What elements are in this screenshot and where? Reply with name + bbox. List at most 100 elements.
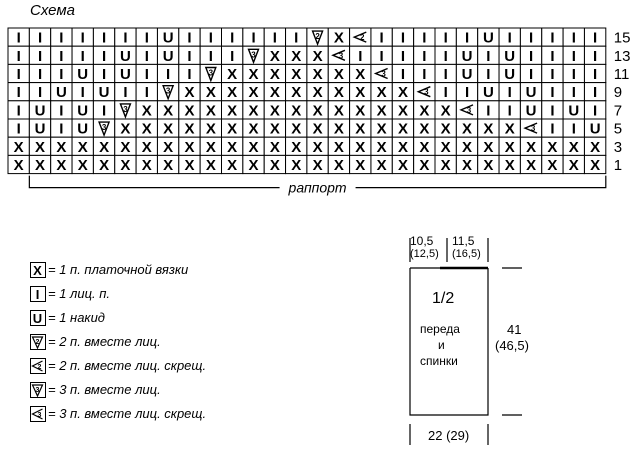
svg-text:X: X [291,48,301,65]
svg-text:X: X [313,84,323,101]
svg-text:I: I [444,66,448,83]
chart-cell-garter-stitch: X [349,100,372,120]
chart-cell-yarn-over: U [71,63,94,84]
svg-text:X: X [56,139,66,156]
svg-text:2: 2 [36,339,40,346]
svg-text:U: U [120,66,131,83]
svg-text:X: X [163,157,173,174]
chart-cell-knit-stitch: I [562,27,585,47]
chart-cell-knit-stitch: I [28,27,52,47]
svg-text:X: X [291,121,301,138]
svg-text:X: X [313,121,323,138]
svg-text:I: I [529,30,533,47]
chart-cell-garter-stitch: X [306,118,329,138]
chart-cell-knit-stitch: I [541,27,564,47]
legend-item: 2= 2 п. вместе лиц. [30,330,280,353]
chart-cell-garter-stitch: X [199,100,222,120]
svg-text:U: U [526,84,537,101]
svg-text:X: X [249,157,259,174]
legend-item: 3= 3 п. вместе лиц. скрещ. [30,402,280,425]
chart-cell-knit-stitch: I [50,63,73,84]
chart-cell-knit-stitch: I [391,45,415,65]
svg-text:X: X [163,121,173,138]
chart-cell-garter-stitch: X [285,82,308,102]
svg-text:X: X [142,121,152,138]
chart-cell-k3tog: 3 [242,45,265,65]
svg-text:X: X [313,66,323,83]
chart-cell-garter-stitch: X [306,63,329,84]
chart-cell-garter-stitch: X [327,100,351,120]
chart-cell-garter-stitch: X [498,118,521,138]
row-number-label: 9 [614,84,622,101]
chart-cell-yarn-over: U [71,118,94,138]
svg-text:X: X [441,102,451,119]
svg-text:I: I [401,66,405,83]
chart-cell-garter-stitch: X [477,136,500,156]
svg-text:I: I [444,84,448,101]
schematic-fraction: 1/2 [432,290,455,307]
chart-cell-k3tog: 3 [114,100,137,120]
chart-cell-garter-stitch: X [391,154,415,175]
svg-text:U: U [99,84,110,101]
svg-text:X: X [184,139,194,156]
svg-text:I: I [593,48,597,65]
schematic-top-left-alt: (12,5) [410,248,439,260]
ssk2-icon: 2 [30,357,46,374]
chart-cell-garter-stitch: X [285,45,308,65]
chart-cell-garter-stitch: X [156,136,180,156]
chart-cell-garter-stitch: X [285,63,308,84]
chart-cell-knit-stitch: I [50,118,73,138]
legend-item: 2= 2 п. вместе лиц. скрещ. [30,354,280,377]
svg-text:U: U [590,121,601,138]
chart-cell-knit-stitch: I [7,100,30,120]
svg-text:3: 3 [36,387,40,394]
chart-cell-garter-stitch: X [413,154,436,175]
chart-cell-yarn-over: U [114,45,137,65]
svg-text:3: 3 [381,70,386,79]
legend-text: = 1 лиц. п. [48,286,111,301]
chart-cell-yarn-over: U [519,82,543,102]
svg-text:X: X [355,102,365,119]
chart-cell-knit-stitch: I [135,82,158,102]
svg-text:I: I [593,102,597,119]
svg-text:2: 2 [38,364,42,371]
garter-stitch-icon: X [30,261,46,278]
svg-text:3: 3 [209,69,214,78]
svg-text:I: I [465,30,469,47]
svg-text:U: U [77,121,88,138]
svg-text:I: I [102,66,106,83]
svg-text:X: X [462,121,472,138]
chart-cell-knit-stitch: I [114,27,137,47]
knit-stitch-icon: I [30,285,46,302]
chart-cell-garter-stitch: X [477,154,500,175]
svg-text:U: U [504,66,515,83]
svg-text:I: I [380,48,384,65]
svg-text:3: 3 [339,51,344,60]
legend-text: = 3 п. вместе лиц. скрещ. [48,406,207,421]
chart-cell-garter-stitch: X [221,100,244,120]
svg-text:X: X [291,66,301,83]
chart-cell-garter-stitch: X [498,136,521,156]
svg-text:I: I [145,84,149,101]
chart-cell-yarn-over: U [455,45,479,65]
chart-cell-garter-stitch: X [242,82,265,102]
chart-cell-yarn-over: U [583,118,607,138]
svg-text:X: X [227,121,237,138]
svg-text:X: X [377,84,387,101]
chart-cell-garter-stitch: X [370,82,393,102]
svg-text:I: I [465,84,469,101]
chart-cell-garter-stitch: X [519,136,543,156]
svg-text:X: X [398,102,408,119]
chart-cell-knit-stitch: I [71,82,94,102]
chart-cell-garter-stitch: X [349,118,372,138]
svg-text:I: I [508,30,512,47]
svg-text:I: I [17,48,21,65]
svg-text:X: X [334,84,344,101]
svg-text:I: I [294,30,298,47]
row-number-label: 3 [614,139,622,156]
svg-text:I: I [17,66,21,83]
